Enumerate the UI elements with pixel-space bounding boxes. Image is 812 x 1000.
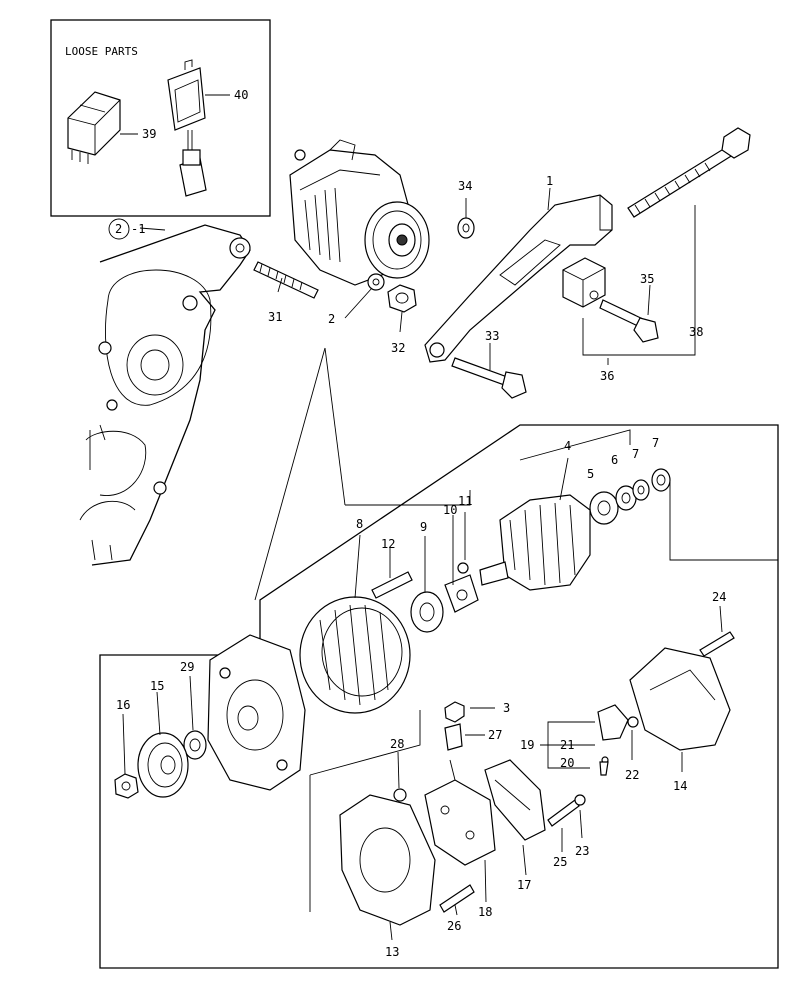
callout-9: 9 (420, 520, 427, 534)
stud-part-12 (371, 571, 413, 599)
screw-part-25 (547, 799, 580, 827)
callout-25: 25 (553, 855, 567, 869)
callout-34: 34 (458, 179, 472, 193)
callout-12: 12 (381, 537, 395, 551)
callout-39: 39 (142, 127, 156, 141)
relay-part-39 (67, 91, 121, 164)
brush-holder-part-17 (484, 759, 546, 841)
callout-19: 19 (520, 738, 534, 752)
callout-27: 27 (488, 728, 502, 742)
bolt-part-24 (699, 631, 735, 657)
regulator-part-19 (597, 704, 629, 776)
callout-18: 18 (478, 905, 492, 919)
nut-part-16 (114, 773, 139, 799)
adjuster-block-35 (562, 257, 659, 343)
nut-part-28 (393, 788, 407, 802)
stator-part-8 (299, 596, 411, 714)
washer-part-7b (651, 468, 671, 492)
rotor-part-4 (479, 494, 591, 591)
engine-gear-housing (79, 224, 251, 566)
callout-5: 5 (587, 467, 594, 481)
long-bolt-38 (627, 127, 751, 218)
washer-part-7a (632, 479, 650, 501)
insulator-part-27 (444, 723, 463, 751)
callout-33: 33 (485, 329, 499, 343)
callout-38: 38 (689, 325, 703, 339)
callout-circle-2-number: 2 (115, 222, 122, 236)
adjusting-bracket-1 (424, 194, 613, 363)
loose-parts-box: LOOSE PARTS (50, 19, 271, 217)
callout-24: 24 (712, 590, 726, 604)
nut-part-32 (387, 284, 417, 313)
washer-part-22 (627, 716, 639, 728)
screw-part-11 (457, 562, 469, 574)
callout-14: 14 (673, 779, 687, 793)
callout-11: 11 (458, 494, 472, 508)
callout-10: 10 (443, 503, 457, 517)
callout-8: 8 (356, 517, 363, 531)
bearing-part-5 (589, 491, 619, 525)
callout-36: 36 (600, 369, 614, 383)
callout-22: 22 (625, 768, 639, 782)
rear-cover-part-14 (629, 647, 731, 751)
callout-3: 3 (503, 701, 510, 715)
callout-31: 31 (268, 310, 282, 324)
loose-parts-title: LOOSE PARTS (65, 45, 138, 58)
callout-40: 40 (234, 88, 248, 102)
callout-16: 16 (116, 698, 130, 712)
nut-part-3 (444, 701, 465, 723)
callout-circle-2 (108, 218, 130, 240)
drive-end-frame (207, 634, 306, 791)
callout-2-1-suffix: -1 (131, 222, 145, 236)
callout-35: 35 (640, 272, 654, 286)
callout-labels: 1 2 2 -1 3 4 5 6 7 7 8 9 10 11 12 13 14 … (108, 88, 726, 959)
rear-end-frame-13 (339, 794, 436, 926)
bolt-part-33 (451, 357, 527, 399)
alternator-assembly (289, 139, 430, 291)
leader-lines (122, 187, 723, 941)
callout-20: 20 (560, 756, 574, 770)
callout-7b: 7 (652, 436, 659, 450)
callout-28: 28 (390, 737, 404, 751)
collar-part-29 (183, 730, 207, 760)
callout-13: 13 (385, 945, 399, 959)
callout-6: 6 (611, 453, 618, 467)
callout-21: 21 (560, 738, 574, 752)
callout-29: 29 (180, 660, 194, 674)
plate-part-10 (444, 574, 479, 613)
cover-part-6 (615, 485, 637, 511)
callout-2: 2 (328, 312, 335, 326)
callout-17: 17 (517, 878, 531, 892)
callout-26: 26 (447, 919, 461, 933)
washer-part-23 (574, 794, 586, 806)
stud-bolt-31 (253, 261, 319, 299)
callout-15: 15 (150, 679, 164, 693)
callout-4: 4 (564, 439, 571, 453)
pulley-part-15 (137, 732, 189, 798)
bearing-part-9 (410, 591, 444, 633)
connector-part-40 (167, 59, 207, 197)
callout-1: 1 (546, 174, 553, 188)
callout-23: 23 (575, 844, 589, 858)
bolt-part-26 (439, 884, 475, 913)
rectifier-part-18 (424, 759, 496, 866)
callout-7a: 7 (632, 447, 639, 461)
spacer-part-34 (457, 217, 475, 239)
callout-32: 32 (391, 341, 405, 355)
